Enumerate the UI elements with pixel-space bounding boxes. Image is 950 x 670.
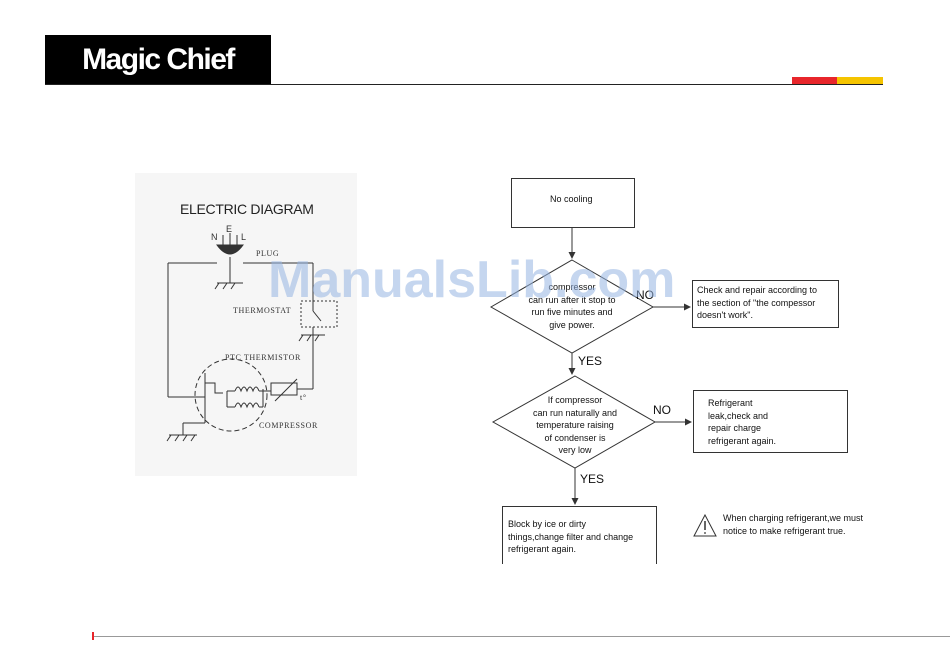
decision2-line: temperature raising	[536, 420, 614, 430]
action3-line: things,change filter and change	[508, 531, 634, 542]
accent-stripe-yellow	[837, 77, 883, 84]
decision2-line: of condenser is	[544, 432, 606, 443]
label-e: E	[226, 224, 233, 234]
decision1-no-label: NO	[636, 288, 654, 302]
action3-line: refrigerant again.	[508, 544, 577, 554]
brand-name: Magic Chief	[82, 43, 235, 76]
decision2-line: very low	[558, 445, 592, 455]
label-thermostat: THERMOSTAT	[233, 306, 292, 315]
accent-stripe-red	[792, 77, 837, 84]
action2-line: refrigerant again.	[708, 435, 777, 446]
label-n: N	[211, 232, 219, 242]
diagram-title: ELECTRIC DIAGRAM	[180, 201, 314, 217]
label-compressor: COMPRESSOR	[259, 421, 318, 430]
warning-icon	[693, 513, 717, 537]
action2-line: leak,check and	[708, 410, 769, 421]
label-l: L	[241, 232, 247, 242]
decision1-text: compressor can run after it stop to run …	[505, 281, 639, 331]
manualslib-watermark: ManualsLib.com	[268, 251, 676, 309]
label-ptc-thermistor: PTC THERMISTOR	[225, 353, 301, 362]
start-box: No cooling	[511, 178, 635, 228]
decision2-line: can run naturally and	[532, 407, 618, 418]
warning-note: When charging refrigerant,we must notice…	[723, 512, 883, 537]
decision1-line: can run after it stop to	[528, 294, 616, 305]
decision2-line: If compressor	[547, 395, 603, 405]
action3-box: Block by ice or dirty things,change filt…	[502, 506, 657, 564]
action1-line: doesn't work".	[697, 310, 753, 320]
action1-line: Check and repair according to	[697, 285, 818, 295]
circuit-drawing	[166, 233, 338, 442]
action2-line: Refrigerant	[708, 398, 753, 408]
action3-line: Block by ice or dirty	[508, 519, 587, 529]
footer-mark	[92, 632, 94, 640]
decision2-yes-label: YES	[580, 472, 605, 486]
action2-box: Refrigerant leak,check and repair charge…	[693, 390, 848, 453]
electric-diagram: ELECTRIC DIAGRAM N E L PLUG THERMOSTAT P…	[135, 173, 357, 476]
decision1-yes-label: YES	[578, 354, 603, 368]
warning-line: When charging refrigerant,we must	[723, 513, 864, 523]
magic-chief-logo: Magic Chief	[45, 35, 271, 85]
header-rule	[45, 84, 883, 85]
label-t-symbol: t°	[300, 393, 307, 402]
label-plug: PLUG	[256, 249, 280, 258]
decision1-line: compressor	[548, 282, 596, 292]
decision2-no-label: NO	[653, 403, 671, 417]
decision1-line: give power.	[549, 319, 595, 330]
decision1-line: run five minutes and	[531, 307, 613, 317]
warning-line: notice to make refrigerant true.	[723, 525, 846, 536]
action1-box: Check and repair according to the sectio…	[692, 280, 839, 328]
action2-line: repair charge	[708, 423, 762, 433]
start-text: No cooling	[550, 194, 593, 204]
action1-line: the section of "the compessor	[697, 297, 816, 308]
decision2-text: If compressor can run naturally and temp…	[510, 394, 640, 457]
footer-rule	[92, 636, 950, 637]
